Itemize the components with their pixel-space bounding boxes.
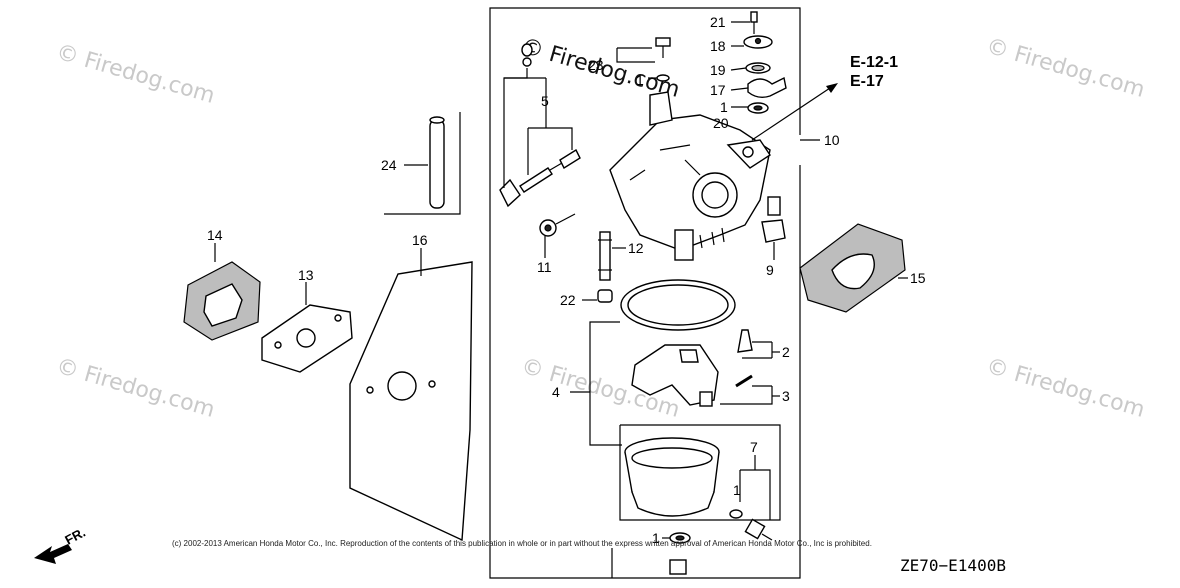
float-bowl: [624, 437, 720, 517]
reference-label[interactable]: E-12-1: [850, 54, 898, 71]
callout-13[interactable]: 13: [298, 267, 314, 283]
callout-1[interactable]: 1: [636, 72, 644, 88]
assembly-frame: [489, 7, 820, 579]
drain-screw-9: [761, 196, 786, 260]
callout-2[interactable]: 2: [782, 344, 790, 360]
callout-18[interactable]: 18: [710, 38, 726, 54]
pilot-screw-set: [499, 43, 581, 208]
callout-22[interactable]: 22: [560, 292, 576, 308]
callout-3[interactable]: 3: [782, 388, 790, 404]
watermark-text: © Firedog.com: [983, 354, 1147, 423]
callout-11[interactable]: 11: [537, 259, 552, 275]
callout-17[interactable]: 17: [710, 82, 726, 98]
watermark-text: © Firedog.com: [53, 40, 217, 109]
screw-11: [539, 213, 576, 258]
carburetor-body: [609, 91, 771, 261]
tube-24: [384, 112, 461, 215]
o-ring: [620, 279, 736, 331]
nozzle-12: [598, 231, 626, 281]
callout-14[interactable]: 14: [207, 227, 223, 243]
callout-24[interactable]: 24: [381, 157, 397, 173]
front-direction-arrow: FR.: [34, 525, 88, 564]
choke-parts: [743, 11, 787, 114]
plate-16: [349, 248, 473, 542]
callout-9[interactable]: 9: [766, 262, 774, 278]
reference-arrow: [751, 83, 838, 141]
bowl-bolt: [662, 532, 691, 575]
float-valve-2: [737, 329, 780, 359]
jet-22: [582, 289, 613, 303]
callout-19[interactable]: 19: [710, 62, 726, 78]
callout-10[interactable]: 10: [824, 132, 840, 148]
insulator-13: [261, 282, 353, 373]
direction-label: FR.: [62, 525, 88, 548]
callout-20[interactable]: 20: [713, 115, 729, 131]
callout-7[interactable]: 7: [750, 439, 758, 455]
callout-4[interactable]: 4: [552, 384, 560, 400]
watermark-text: © Firedog.com: [53, 354, 217, 423]
diagram-code: ZE70−E1400B: [900, 556, 1006, 575]
callout-15[interactable]: 15: [910, 270, 926, 286]
reference-label[interactable]: E-17: [850, 73, 884, 90]
callout-1[interactable]: 1: [652, 530, 660, 546]
callout-1[interactable]: 1: [733, 482, 741, 498]
callout-16[interactable]: 16: [412, 232, 428, 248]
gasket-15: [799, 223, 908, 313]
watermark-text: © Firedog.com: [983, 34, 1147, 103]
callout-5[interactable]: 5: [541, 93, 549, 109]
screw-23: [655, 37, 671, 82]
float-pin-3: [720, 374, 780, 405]
callout-1[interactable]: 1: [720, 99, 728, 115]
float: [631, 344, 719, 407]
drain-bolt-7: [729, 509, 773, 541]
callout-12[interactable]: 12: [628, 240, 644, 256]
gasket-14: [183, 243, 261, 341]
callout-23[interactable]: 23: [588, 57, 604, 73]
copyright-text: (c) 2002-2013 American Honda Motor Co., …: [172, 539, 872, 548]
callout-21[interactable]: 21: [710, 14, 726, 30]
